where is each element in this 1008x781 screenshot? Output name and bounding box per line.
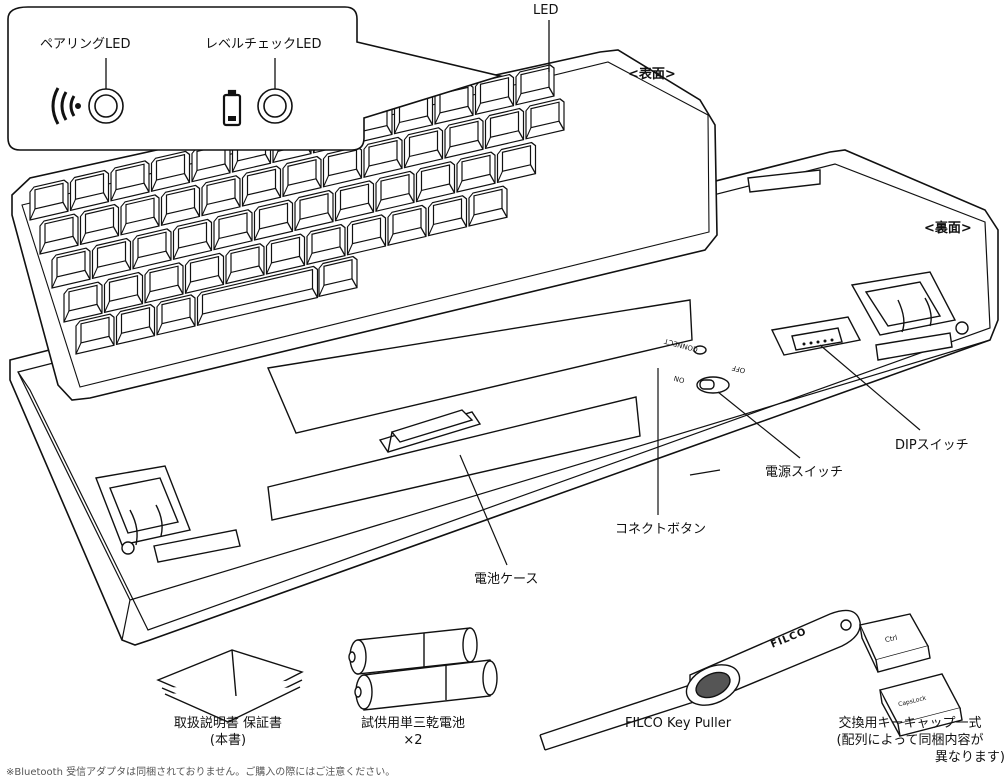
power-switch-label: 電源スイッチ (765, 465, 844, 480)
front-side-label: <表面> (628, 67, 676, 82)
keycap (387, 204, 427, 246)
keycap (322, 146, 363, 188)
keycap (474, 73, 515, 116)
keycap (515, 64, 555, 106)
pairing-led (88, 88, 124, 124)
keycap (444, 117, 484, 159)
keycap (115, 303, 156, 346)
keycap (525, 98, 565, 140)
keycap (51, 247, 91, 289)
keyboard-back-case (9, 149, 999, 646)
keycap (346, 214, 387, 256)
keycap (91, 237, 132, 280)
keycap (160, 184, 201, 226)
key-puller (539, 609, 861, 751)
tilt-stand-right (850, 271, 969, 361)
connect-button-label: コネクトボタン (615, 522, 707, 537)
keyboard-keys (29, 64, 565, 355)
keycap (213, 209, 253, 251)
power-switch (696, 376, 730, 394)
keycap (294, 189, 334, 232)
keycap (184, 252, 225, 294)
keycap (334, 180, 375, 222)
keycap (456, 151, 496, 193)
keycap (363, 136, 403, 178)
keycap (306, 223, 346, 266)
keycap (103, 271, 144, 314)
connect-button (693, 345, 707, 355)
keycap (253, 199, 294, 241)
keycap-capslock (878, 673, 963, 737)
keycap (265, 233, 306, 275)
level-check-led-label: レベルチェックLED (205, 37, 322, 52)
batteries-label-line1: 試供用単三乾電池 (360, 716, 465, 731)
pairing-led-label: ペアリングLED (40, 37, 131, 52)
keycap (144, 262, 184, 304)
keycap (150, 150, 191, 192)
keycap (120, 194, 160, 236)
keycap (403, 127, 444, 169)
back-side-label: <裏面> (924, 221, 972, 236)
manual-label: 取扱説明書 保証書 (本書) (163, 715, 293, 749)
keycap (63, 281, 103, 323)
key-puller-label: FILCO Key Puller (625, 716, 732, 731)
keycap (39, 213, 79, 255)
level-check-led (257, 88, 293, 124)
keycaps-label: 交換用キーキャップ一式 (配列によって同梱内容が 異なります) (815, 715, 1005, 766)
keycaps-label-line2: (配列によって同梱内容が (836, 733, 984, 748)
keycap (156, 294, 196, 336)
keycap (375, 170, 415, 212)
battery-case-label: 電池ケース (474, 572, 539, 587)
keycap (172, 218, 213, 260)
keycap (427, 195, 468, 237)
batteries-label-line2: ×2 (403, 733, 423, 748)
keycap (496, 141, 537, 184)
rubber-foot-top (747, 169, 821, 193)
manual-label-line2: (本書) (209, 733, 247, 748)
keycap-ctrl (859, 613, 931, 673)
keycap (29, 179, 69, 221)
led-pointer-line (105, 20, 550, 90)
keycaps-label-line1: 交換用キーキャップ一式 (838, 716, 982, 731)
keycap (132, 228, 172, 270)
keycap (79, 203, 120, 246)
footnote: ※Bluetooth 受信アダプタは同梱されておりません。ご購入の際にはご注意く… (6, 767, 396, 778)
keycap (484, 107, 525, 150)
keycap (415, 161, 456, 203)
keycap (75, 313, 115, 355)
keycap (225, 243, 265, 285)
keycap (434, 83, 474, 125)
led-label: LED (533, 3, 559, 18)
manual-label-line1: 取扱説明書 保証書 (173, 716, 283, 731)
keycap (241, 165, 282, 207)
led-callout (7, 6, 504, 151)
battery-case (267, 299, 693, 521)
leader-lines (459, 344, 921, 566)
keycap (110, 160, 150, 202)
keycap (69, 169, 110, 212)
dip-switch-block (770, 316, 862, 356)
aa-batteries (348, 627, 498, 711)
keycap (468, 185, 508, 227)
dip-switch-label: DIPスイッチ (895, 438, 969, 453)
keycap (318, 255, 358, 298)
keycap (196, 265, 319, 326)
keycap (201, 175, 241, 217)
battery-level-icon (222, 89, 242, 127)
keycap (282, 155, 322, 198)
manual-booklet (156, 649, 304, 723)
batteries-label: 試供用単三乾電池 ×2 (348, 715, 478, 749)
keycaps-label-line3: 異なります) (934, 750, 1005, 765)
wireless-signal-icon (51, 87, 81, 125)
tilt-stand-left (95, 465, 241, 563)
